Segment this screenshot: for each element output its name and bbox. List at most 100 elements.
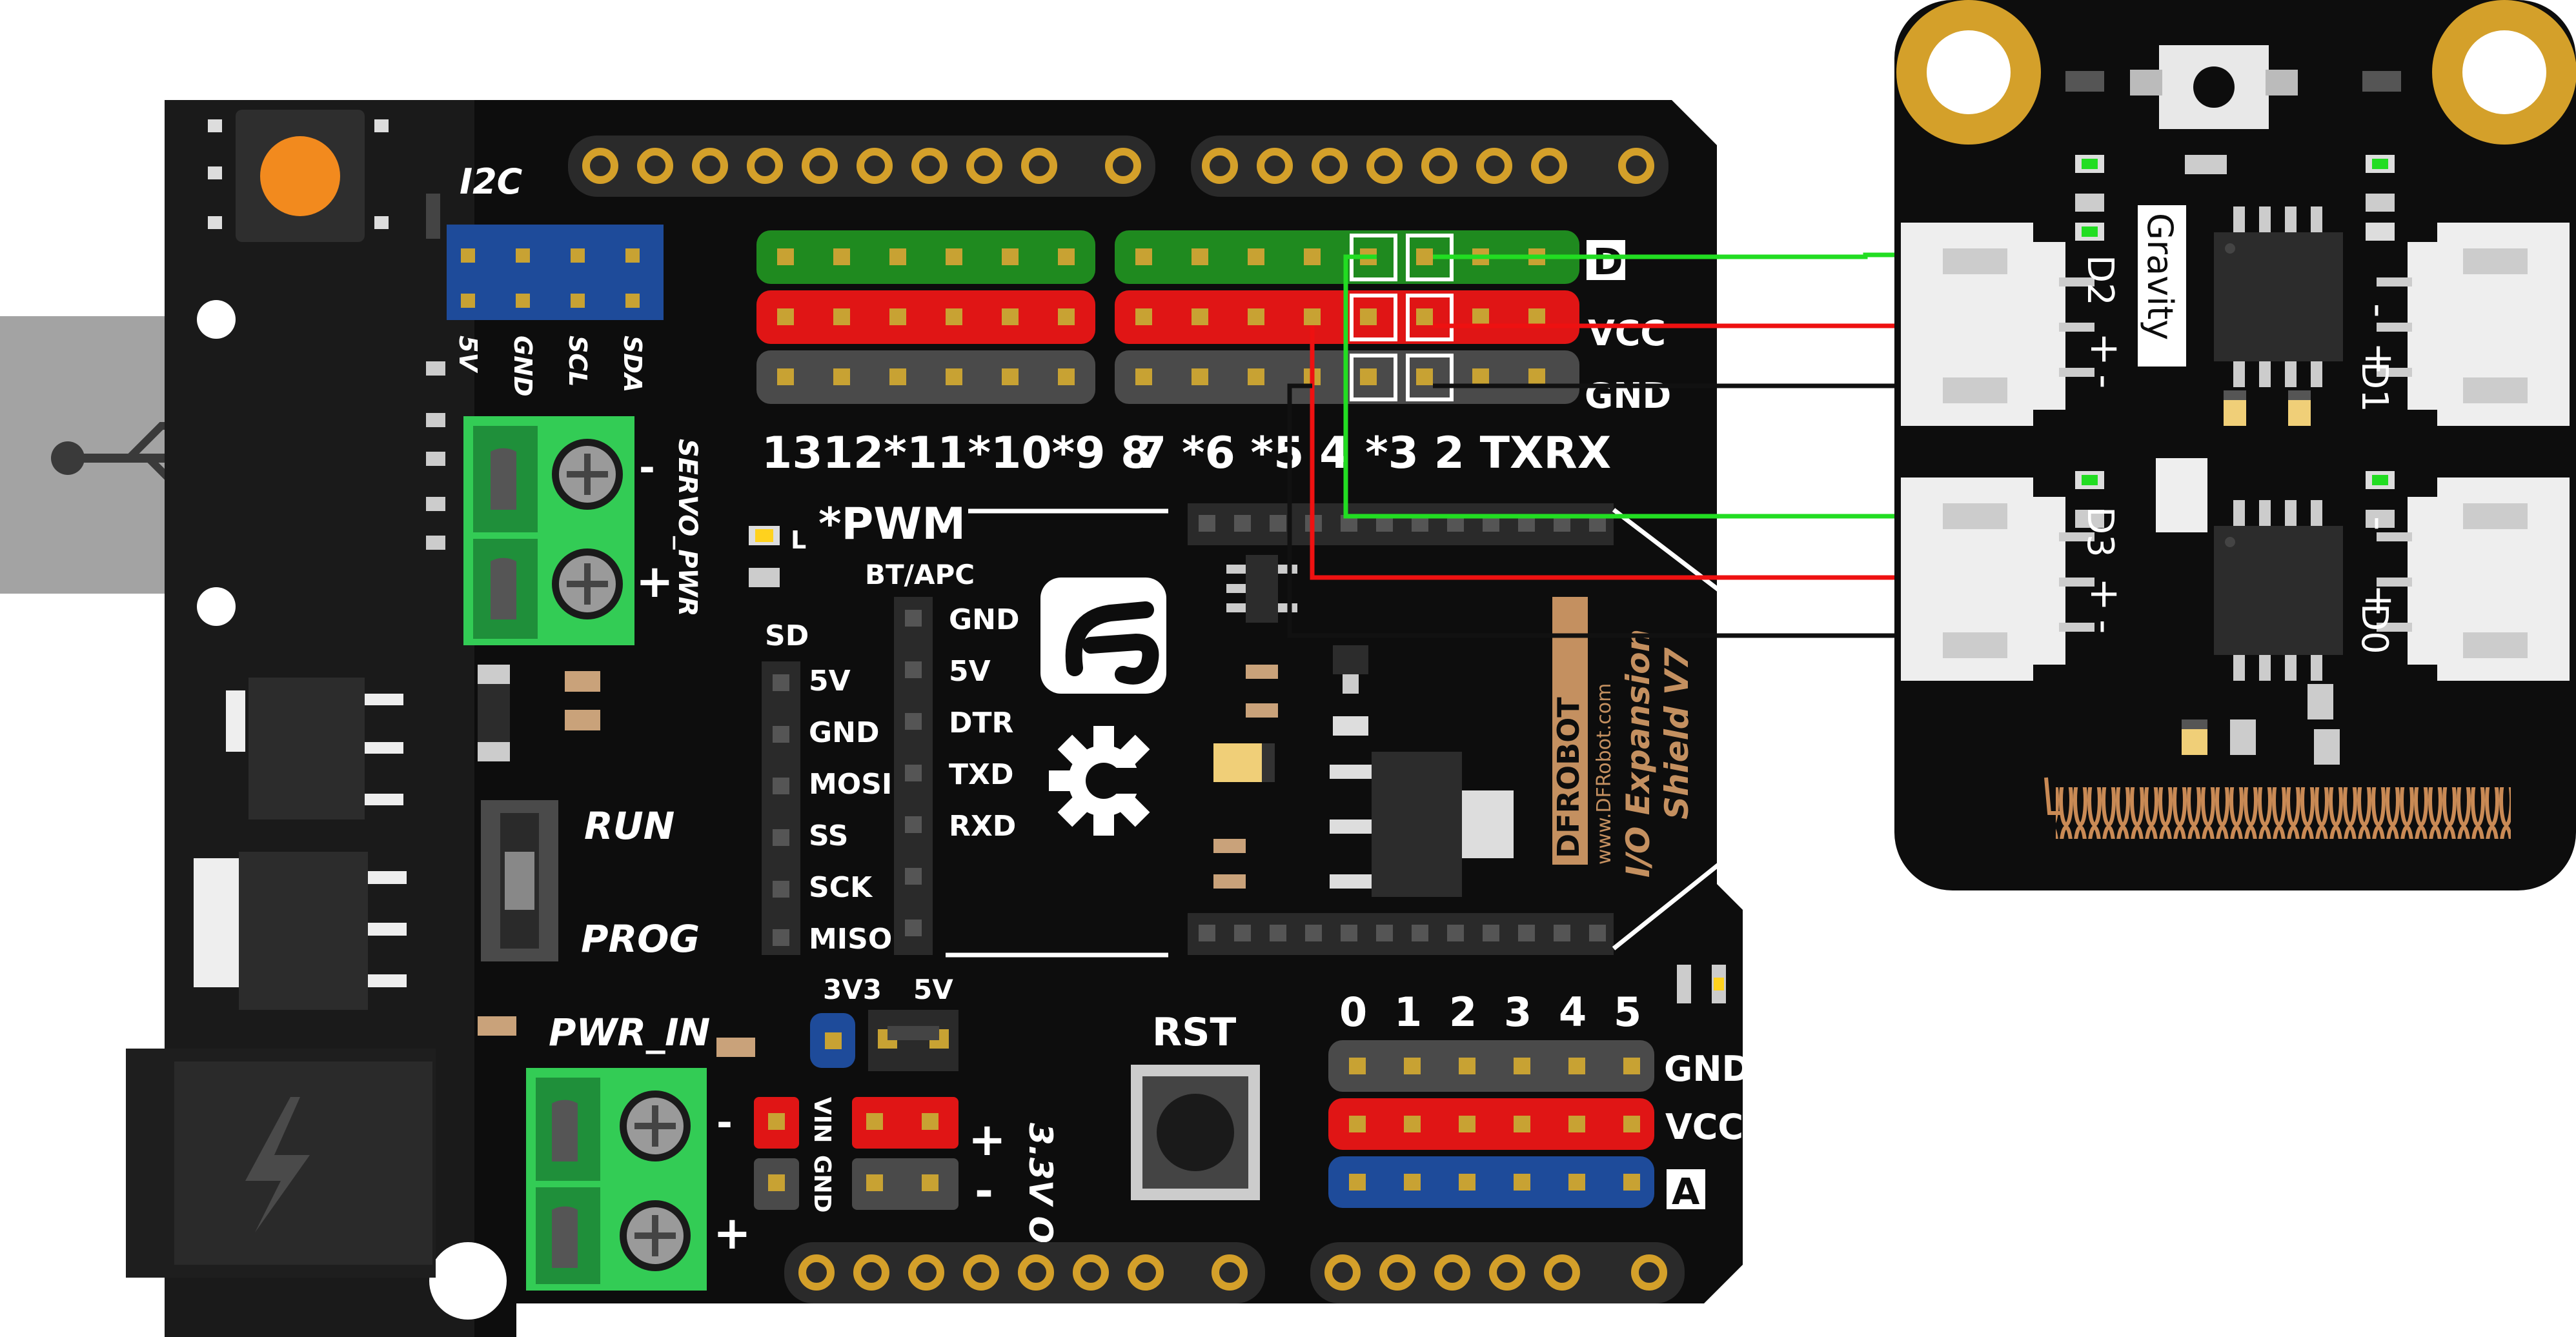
analog-number: 0: [1339, 989, 1367, 1036]
i2c-pin-label: 5V: [454, 336, 482, 373]
rst-label: RST: [1152, 1010, 1236, 1055]
website-label: www.DFRobot.com: [1593, 683, 1616, 865]
analog-gnd-label: GND: [1664, 1049, 1750, 1089]
sd-header: SD 5V GND MOSI SS SCK MISO: [762, 619, 892, 956]
highlighted-pins: [1350, 234, 1454, 401]
brand-label: DFROBOT: [1551, 697, 1586, 858]
voltage-regulator: [194, 678, 407, 1010]
gravity-rf-module: D2 + - D3 + - - + D1 - + D0 Gravity: [1894, 0, 2576, 890]
digital-pin-numbers-left: 1312*11*10*9 8: [762, 428, 1151, 479]
d1-plus-label: +: [2356, 342, 2403, 376]
d2-minus-label: -: [2082, 374, 2129, 388]
d0-minus-label: -: [2356, 516, 2403, 530]
pwr-plus-label: +: [713, 1207, 751, 1260]
pwr-minus-label: -: [716, 1100, 733, 1145]
wires: [1287, 252, 1901, 638]
icsp-header-bottom: [1188, 913, 1614, 955]
analog-number: 4: [1559, 989, 1587, 1036]
out-plus-label: +: [968, 1113, 1006, 1166]
dc-power-jack: [126, 1049, 436, 1278]
sd-label: SD: [765, 619, 809, 652]
servo-plus-label: +: [636, 555, 674, 608]
5v-label: 5V: [913, 974, 953, 1005]
digital-header-left: [756, 230, 1095, 404]
gear-icon: [1049, 726, 1162, 836]
i2c-pin-label: SCL: [563, 336, 592, 387]
gnd-small-label: GND: [809, 1155, 835, 1213]
gravity-brand-label: Gravity: [2140, 213, 2180, 340]
lightning-icon: [245, 1097, 310, 1232]
spring-antenna: [2044, 777, 2511, 839]
i2c-label: I2C: [460, 161, 523, 202]
i2c-header: I2C 5V GND SCL SDA: [447, 161, 664, 397]
d1-minus-label: -: [2356, 303, 2403, 317]
out-minus-label: -: [975, 1165, 993, 1218]
brand-text: DFROBOT www.DFRobot.com I/O Expansion Sh…: [1551, 597, 1696, 878]
top-gold-header: [568, 136, 1668, 197]
connector-d1: [2377, 223, 2570, 426]
sd-pin-label: MISO: [809, 923, 892, 956]
mount-hole: [197, 300, 236, 339]
analog-number: 1: [1394, 989, 1422, 1036]
row-gnd-label: GND: [1585, 376, 1671, 416]
servo-pwr-label: SERVO_PWR: [673, 439, 702, 616]
vin-label: VIN: [809, 1097, 835, 1143]
run-prog-switch[interactable]: RUN PROG: [481, 800, 700, 961]
d2-label: D2: [2079, 255, 2121, 306]
analog-number: 2: [1449, 989, 1477, 1036]
led-l-label: L: [791, 526, 806, 554]
sd-pin-label: MOSI: [809, 768, 892, 801]
d3-plus-label: +: [2082, 578, 2129, 611]
out-3v3-header: + - 3.3V OUT: [852, 1097, 1059, 1294]
module-chip: [2214, 206, 2343, 387]
bt-pin-label: RXD: [949, 810, 1016, 843]
d2-plus-label: +: [2082, 332, 2129, 366]
d1-label: D1: [2353, 361, 2395, 412]
wire-red-vcc-2: [1310, 326, 1901, 580]
run-label: RUN: [584, 804, 674, 848]
servo-power-terminal: - + SERVO_PWR: [463, 416, 702, 645]
i2c-pin-label: GND: [509, 336, 537, 397]
pwm-label: *PWM: [818, 499, 966, 550]
rst-button[interactable]: RST: [1131, 1010, 1260, 1200]
bt-pin-label: DTR: [949, 707, 1013, 739]
sd-pin-label: SS: [809, 819, 848, 852]
power-input-terminal: PWR_IN - +: [526, 1010, 755, 1291]
wire-green-d3: [1343, 254, 1901, 519]
mount-hole: [429, 1242, 507, 1320]
wire-green-d2: [1433, 252, 1901, 259]
icsp-header-top: [1188, 503, 1614, 545]
vin-gnd-header: VIN GND: [754, 1097, 835, 1213]
voltage-select-jumper[interactable]: 3V3 5V: [810, 974, 958, 1071]
digital-pin-numbers-right: 7 *6 *5 4 *3 2 TXRX: [1136, 428, 1611, 479]
mount-hole: [197, 587, 236, 626]
sd-pin-label: GND: [809, 716, 879, 749]
orange-reset-button[interactable]: [260, 136, 340, 216]
bt-pin-label: TXD: [949, 758, 1013, 791]
row-d-label: D: [1593, 241, 1623, 283]
bt-apc-label: BT/APC: [865, 559, 975, 590]
prog-label: PROG: [581, 917, 700, 961]
model-label: I/O Expansion: [1619, 629, 1657, 878]
module-chip: [2214, 500, 2343, 681]
analog-header: 0 1 2 3 4 5 GND VCC A: [1328, 965, 1750, 1213]
model2-label: Shield V7: [1658, 647, 1696, 819]
analog-number: 3: [1504, 989, 1532, 1036]
expansion-shield: I2C 5V GND SCL SDA - + SERVO_PWR: [126, 100, 1750, 1337]
d3-label: D3: [2079, 507, 2121, 558]
analog-vcc-label: VCC: [1665, 1107, 1743, 1147]
sd-pin-label: SCK: [809, 871, 873, 904]
bt-pin-label: GND: [949, 603, 1019, 636]
analog-a-label: A: [1672, 1171, 1700, 1213]
i2c-pin-label: SDA: [618, 336, 647, 392]
d0-label: D0: [2353, 603, 2395, 654]
connector-d0: [2377, 478, 2570, 681]
3v3-label: 3V3: [823, 974, 882, 1005]
connector-d3: [1901, 478, 2094, 681]
power-regulator-chip: [1330, 752, 1514, 897]
dfrobot-logo-icon: [1040, 578, 1166, 694]
servo-minus-label: -: [639, 445, 655, 490]
bt-pin-label: 5V: [949, 655, 991, 688]
bottom-gold-header: [784, 1242, 1685, 1303]
